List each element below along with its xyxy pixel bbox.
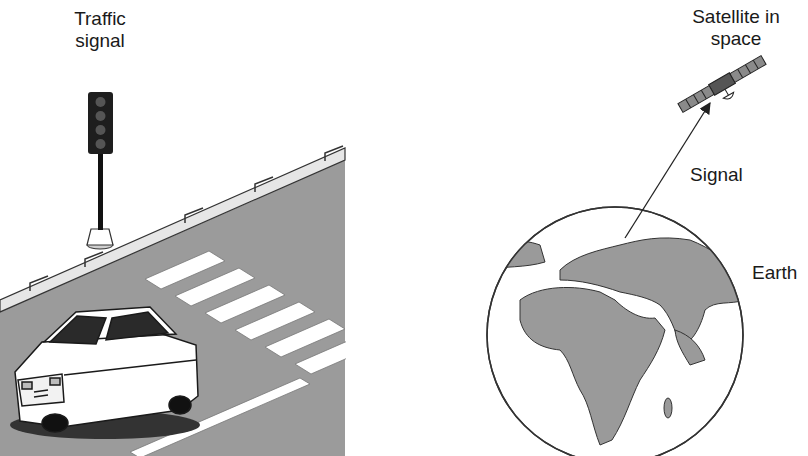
part-label: Satellite in space <box>686 6 786 50</box>
railing-posts <box>30 146 343 291</box>
road <box>0 160 345 456</box>
car <box>10 307 200 439</box>
part-label: Earth <box>752 262 808 284</box>
street-scene <box>0 92 346 456</box>
traffic-signal-drawing <box>87 92 113 249</box>
curb <box>0 148 345 312</box>
earth-drawing <box>480 207 745 456</box>
satellite <box>677 55 771 122</box>
part-label: Traffic signal <box>58 8 142 52</box>
part-label: Signal <box>690 164 770 186</box>
